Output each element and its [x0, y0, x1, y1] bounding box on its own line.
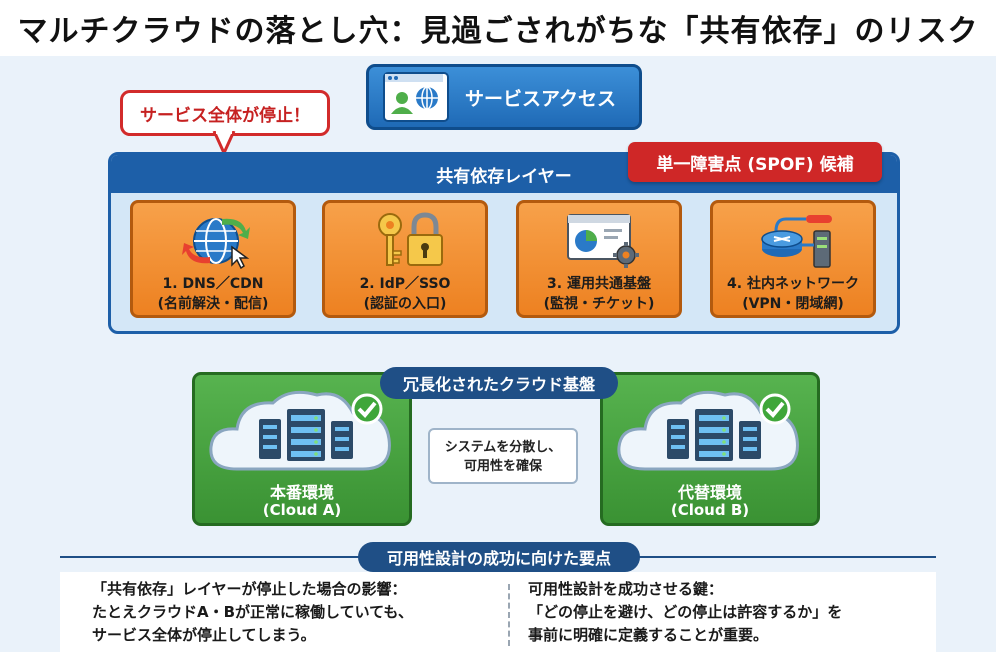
dependency-title: 3. 運用共通基盤	[547, 276, 651, 292]
dependency-card-network: 4. 社内ネットワーク (VPN・閉域網)	[710, 200, 876, 318]
keypoints-panel	[60, 572, 936, 652]
keypoint-left: 「共有依存」レイヤーが停止した場合の影響： たとえクラウドA・Bが正常に稼働して…	[92, 578, 413, 647]
dashboard-gear-icon	[567, 214, 639, 268]
globe-arrows-icon	[182, 218, 250, 269]
keypoints-title: 可用性設計の成功に向けた要点	[358, 542, 640, 572]
alternate-environment: 代替環境 (Cloud B)	[600, 372, 820, 526]
keypoint-line: 「共有依存」レイヤーが停止した場合の影響：	[92, 580, 407, 598]
key-lock-icon	[378, 212, 443, 266]
keypoint-line: たとえクラウドA・Bが正常に稼働していても、	[92, 603, 413, 621]
cloud-server-icon	[617, 390, 799, 471]
keypoint-line: サービス全体が停止してしまう。	[92, 626, 316, 644]
page-title: マルチクラウドの落とし穴：見過ごされがちな「共有依存」のリスク	[17, 14, 979, 49]
dependency-title: 2. IdP／SSO	[359, 276, 451, 292]
primary-environment: 本番環境 (Cloud A)	[192, 372, 412, 526]
spof-badge: 単一障害点 (SPOF) 候補	[628, 142, 882, 182]
distribution-note-line: 可用性を確保	[463, 459, 542, 474]
dependency-subtitle: (VPN・閉域網)	[742, 296, 844, 312]
environment-cloud: (Cloud B)	[670, 501, 750, 519]
dependency-subtitle: (監視・チケット)	[543, 296, 655, 312]
dependency-card-ops: 3. 運用共通基盤 (監視・チケット)	[516, 200, 682, 318]
keypoint-line: 可用性設計を成功させる鍵：	[528, 580, 724, 598]
distribution-note: システムを分散し、 可用性を確保	[428, 428, 578, 484]
user-globe-window-icon	[383, 72, 449, 122]
redundant-infra-title: 冗長化されたクラウド基盤	[380, 367, 618, 399]
router-network-icon	[761, 215, 832, 268]
environment-cloud: (Cloud A)	[262, 501, 342, 519]
dependency-title: 1. DNS／CDN	[162, 276, 264, 292]
dependency-title: 4. 社内ネットワーク	[727, 276, 859, 292]
keypoint-right: 可用性設計を成功させる鍵： 「どの停止を避け、どの停止は許容するか」を 事前に明…	[528, 578, 842, 647]
environment-name: 本番環境	[269, 483, 334, 502]
service-access-label: サービスアクセス	[465, 87, 617, 110]
dependency-card-dns: 1. DNS／CDN (名前解決・配信)	[130, 200, 296, 318]
keypoint-line: 「どの停止を避け、どの停止は許容するか」を	[528, 603, 843, 621]
keypoints-divider	[508, 584, 510, 646]
outage-callout: サービス全体が停止！	[120, 90, 330, 136]
keypoint-line: 事前に明確に定義することが重要。	[528, 626, 769, 644]
distribution-note-line: システムを分散し、	[444, 440, 562, 455]
dependency-subtitle: (認証の入口)	[363, 296, 447, 312]
service-access-box: サービスアクセス	[366, 64, 642, 130]
dependency-subtitle: (名前解決・配信)	[157, 296, 269, 312]
cloud-server-icon	[209, 390, 391, 471]
dependency-card-idp: 2. IdP／SSO (認証の入口)	[322, 200, 488, 318]
environment-name: 代替環境	[677, 483, 742, 502]
